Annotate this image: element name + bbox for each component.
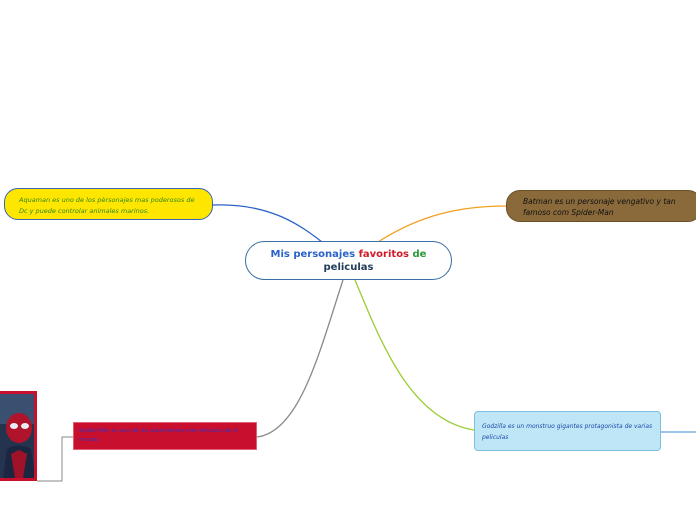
link-aquaman xyxy=(212,204,323,243)
topic-batman-text: Batman es un personaje vengativo y tan f… xyxy=(523,197,676,217)
link-batman xyxy=(377,205,507,243)
topic-spiderman[interactable]: Spider-Man es uno de los superheroes mas… xyxy=(73,422,257,450)
topic-godzilla[interactable]: Godzilla es un monstruo gigantes protago… xyxy=(474,411,661,451)
spiderman-image[interactable] xyxy=(0,391,37,481)
central-topic[interactable]: Mis personajes favoritos de peliculas xyxy=(245,241,452,280)
topic-godzilla-text: Godzilla es un monstruo gigantes protago… xyxy=(482,423,653,441)
topic-batman[interactable]: Batman es un personaje vengativo y tan f… xyxy=(506,190,696,222)
central-word-1: Mis personajes xyxy=(270,248,356,260)
link-spiderman xyxy=(256,279,344,438)
link-image xyxy=(37,436,73,482)
topic-spiderman-text: Spider-Man es uno de los superheroes mas… xyxy=(79,428,238,443)
central-word-4: peliculas xyxy=(323,261,374,273)
spiderman-image-art xyxy=(0,394,34,478)
central-word-2: favoritos xyxy=(358,248,410,260)
link-godzilla xyxy=(354,279,475,431)
topic-aquaman[interactable]: Aquaman es uno de los pèrsonajes mas pod… xyxy=(4,188,213,220)
central-word-3: de xyxy=(412,248,427,260)
topic-aquaman-text: Aquaman es uno de los pèrsonajes mas pod… xyxy=(19,196,195,215)
